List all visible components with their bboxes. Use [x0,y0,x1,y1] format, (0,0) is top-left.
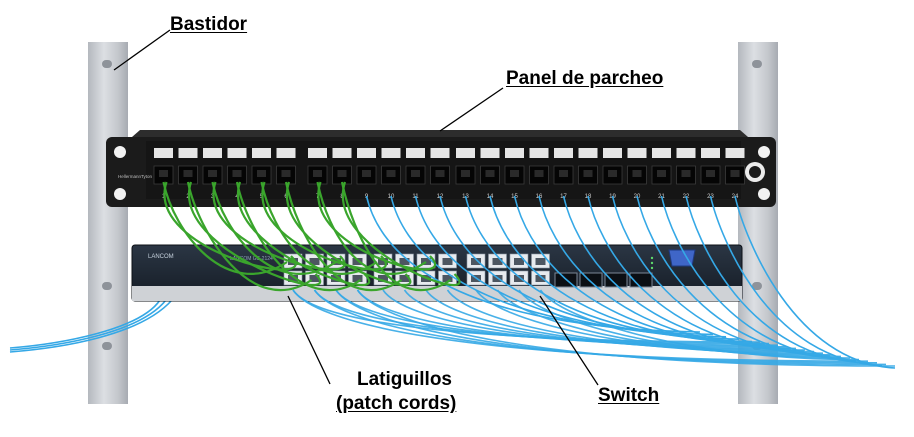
panel-brand: HellermannTyton [118,174,153,179]
patch-cord [187,181,322,287]
leader-line-panel [439,87,504,132]
uplink-cable [356,289,896,367]
uplink-cable [9,299,173,353]
uplink-cables-back [9,299,173,353]
switch-port [531,253,550,269]
patch-cord [186,181,313,292]
patch-cord [163,181,297,271]
patch-cord [316,181,427,275]
leader-line-switch [539,295,599,386]
label-patch-panel: Panel de parcheo [506,68,664,89]
switch-brand: LANCOM [148,254,174,260]
patch-cords [162,181,461,292]
patch-cord [236,181,371,287]
uplink-cable [496,289,842,358]
leader-lines [113,29,599,386]
uplink-cable [513,195,779,348]
uplink-cable [475,289,833,356]
patch-cord [285,181,412,287]
patch-panel-port: 4 [227,148,247,200]
uplink-cable [539,289,860,361]
uplink-cables [292,195,896,369]
uplink-cable [446,289,824,354]
switch-port [438,270,457,286]
label-patch-cords-line1: Latiguillos [357,369,452,390]
uplink-cable [313,289,878,364]
rack-post-left [88,42,128,404]
uplink-cable [9,299,161,349]
patch-cord [284,181,403,292]
patch-cord [317,181,437,271]
leader-line-cords [287,295,331,385]
uplink-cable [518,289,851,359]
uplink-cable [335,289,887,366]
patch-panel-port: 24 [725,148,745,200]
uplink-cable [425,289,815,353]
leader-line-rack [113,29,171,71]
patch-cord [235,181,362,292]
label-patch-cords-line2: (patch cords) [336,393,457,414]
label-switch: Switch [598,385,660,406]
patch-panel-port: 20 [627,148,647,200]
label-rack: Bastidor [170,14,248,35]
switch-port [531,270,550,286]
patch-cord [341,181,461,287]
patch-cord [212,181,346,271]
patch-cord [260,181,378,275]
uplink-cable [292,289,869,362]
switch-port [488,253,507,269]
patch-cord [340,181,452,292]
switch-model: LANCOM GS-2124 [230,256,273,262]
patch-cord [261,181,387,271]
uplink-cable [9,299,167,351]
switch-port [509,270,529,286]
